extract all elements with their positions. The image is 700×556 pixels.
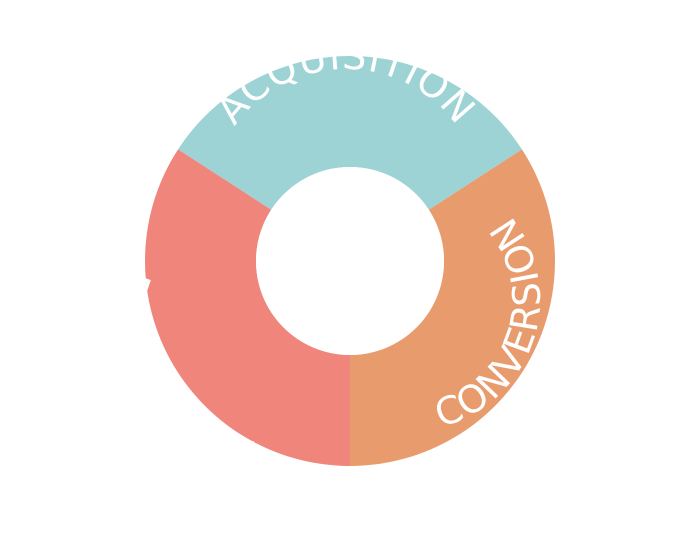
engagement-segment bbox=[145, 149, 350, 466]
center-hole bbox=[256, 167, 444, 355]
conversion-segment bbox=[350, 149, 556, 466]
acquisition-segment bbox=[178, 55, 522, 210]
